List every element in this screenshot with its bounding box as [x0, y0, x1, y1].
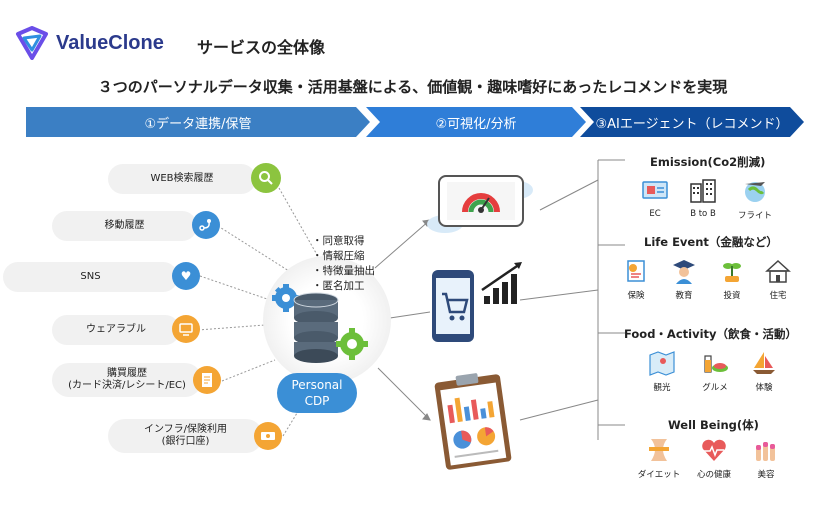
item-insurance: 保険	[611, 258, 661, 301]
graduate-icon	[669, 258, 699, 284]
personal-cdp-badge: Personal CDP	[277, 373, 357, 413]
source-sublabel: (カード決済/レシート/EC)	[68, 380, 186, 391]
item-gourmet: グルメ	[690, 350, 740, 393]
nail-care-icon	[751, 437, 781, 463]
item-label: B to B	[690, 209, 716, 219]
source-sublabel: (銀行口座)	[161, 436, 210, 447]
phase-bar: ①データ連携/保管 ②可視化/分析 ③AIエージェント（レコメンド）	[26, 107, 804, 137]
step-anonymization: ・匿名加工	[312, 280, 365, 292]
heart-pulse-icon	[699, 437, 729, 463]
item-label: 保険	[627, 291, 645, 301]
waist-measure-icon	[644, 437, 674, 463]
item-sightseeing: 観光	[637, 350, 687, 393]
item-experience: 体験	[739, 350, 789, 393]
step-consent: ・同意取得	[312, 235, 365, 247]
item-beauty: 美容	[741, 437, 791, 480]
phone-dashboard-icon	[427, 175, 533, 233]
house-icon	[763, 258, 793, 284]
item-investment: 投資	[707, 258, 757, 301]
item-label: EC	[649, 209, 661, 219]
clipboard-report-icon	[434, 373, 512, 470]
item-label: 心の健康	[696, 470, 731, 480]
source-label: WEB検索履歴	[150, 172, 214, 184]
valueclone-logo: ValueClone	[14, 26, 164, 60]
step-feature-extraction: ・特徴量抽出	[312, 265, 375, 277]
item-ec: EC	[630, 178, 680, 219]
source-label: SNS	[80, 270, 101, 282]
phase-visualization: ②可視化/分析	[366, 107, 586, 137]
airplane-globe-icon	[740, 178, 770, 204]
item-label: 教育	[675, 291, 693, 301]
source-wearable: ウェアラブル	[52, 315, 180, 345]
source-infrastructure: インフラ/保険利用 (銀行口座)	[108, 419, 263, 453]
ec-screen-icon	[640, 178, 670, 204]
item-label: 投資	[723, 291, 741, 301]
item-mental-health: 心の健康	[689, 437, 739, 480]
buildings-icon	[688, 178, 718, 204]
map-icon	[647, 350, 677, 376]
logo-text: ValueClone	[56, 31, 164, 54]
source-sns: SNS	[3, 262, 178, 292]
investment-plant-icon	[717, 258, 747, 284]
cdp-line1: Personal	[291, 377, 343, 392]
search-icon	[251, 163, 281, 193]
item-label: 体験	[755, 383, 773, 393]
logo-mark-icon	[16, 26, 48, 60]
mobile-shopping-chart-icon	[432, 262, 522, 342]
phase-ai-agent: ③AIエージェント（レコメンド）	[580, 107, 804, 137]
money-card-icon	[254, 422, 282, 450]
source-label: ウェアラブル	[86, 323, 146, 335]
item-education: 教育	[659, 258, 709, 301]
category-life-event-title: Life Event（金融など）	[644, 235, 778, 249]
category-emission-title: Emission(Co2削減)	[650, 155, 766, 169]
sailboat-icon	[749, 350, 779, 376]
item-label: 住宅	[769, 291, 787, 301]
source-location-history: 移動履歴	[52, 211, 197, 241]
item-label: ダイエット	[637, 470, 681, 480]
category-food-activity-title: Food・Activity（飲食・活動）	[624, 327, 798, 341]
location-route-icon	[192, 211, 220, 239]
source-purchase-history: 購買履歴 (カード決済/レシート/EC)	[52, 363, 202, 397]
step-compression: ・情報圧縮	[312, 250, 365, 262]
item-diet: ダイエット	[634, 437, 684, 480]
item-label: フライト	[737, 211, 772, 221]
item-label: グルメ	[702, 383, 728, 393]
item-label: 観光	[653, 383, 671, 393]
insurance-document-icon	[621, 258, 651, 284]
phase-data-integration: ①データ連携/保管	[26, 107, 370, 137]
wearable-device-icon	[172, 315, 200, 343]
category-well-being-title: Well Being(体)	[668, 418, 759, 432]
page-title: サービスの全体像	[197, 38, 326, 57]
receipt-icon	[193, 366, 221, 394]
source-label: 移動履歴	[104, 219, 145, 231]
item-flight: フライト	[730, 178, 780, 221]
source-label: 購買履歴	[107, 367, 147, 379]
social-likes-icon: ♥	[172, 262, 200, 290]
item-label: 美容	[757, 470, 775, 480]
item-btob: B to B	[678, 178, 728, 219]
source-web-search: WEB検索履歴	[108, 164, 256, 194]
item-housing: 住宅	[753, 258, 803, 301]
cdp-process-steps: ・同意取得 ・情報圧縮 ・特徴量抽出 ・匿名加工	[312, 234, 375, 294]
headline: ３つのパーソナルデータ収集・活用基盤による、価値観・趣味嗜好にあったレコメンドを…	[97, 78, 728, 96]
cdp-line2: CDP	[304, 394, 330, 408]
database-gear-icon	[272, 284, 368, 363]
gourmet-icon	[700, 350, 730, 376]
source-label: インフラ/保険利用	[143, 423, 228, 435]
